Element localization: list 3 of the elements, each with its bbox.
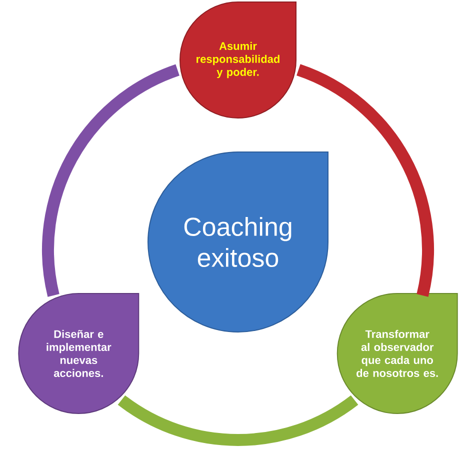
ring-arc (296, 64, 434, 296)
ring-arc (118, 395, 358, 446)
ring-arc (42, 64, 180, 296)
